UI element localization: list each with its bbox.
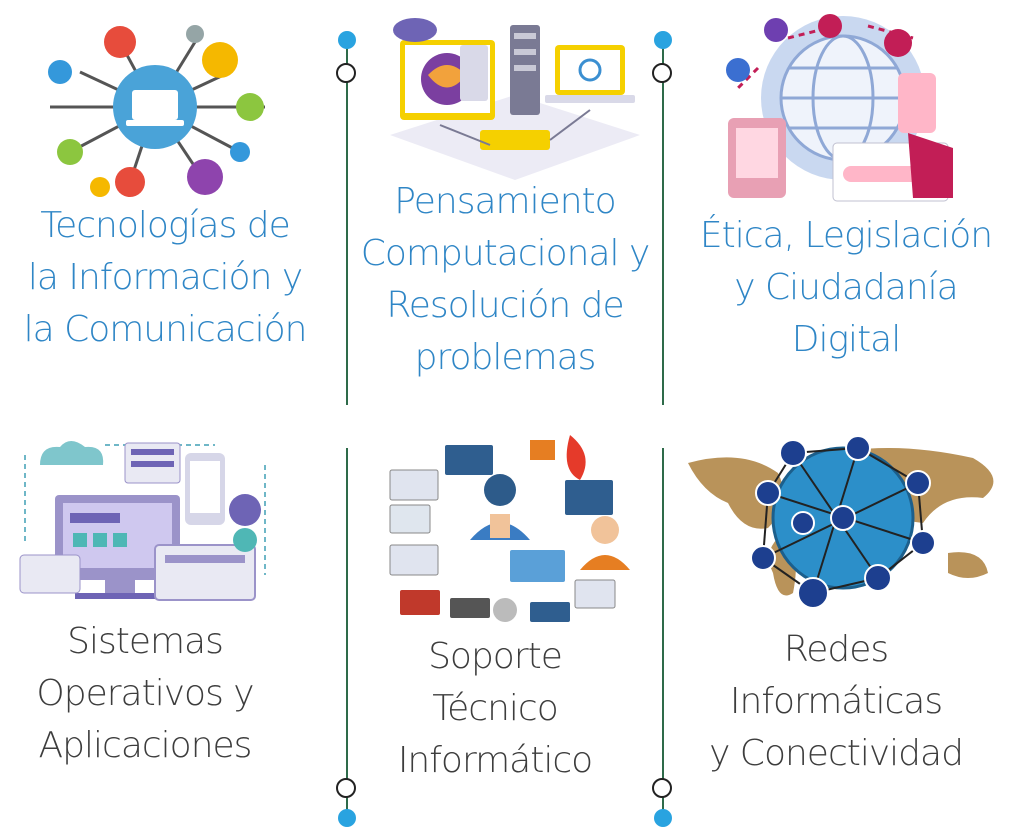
ict-network-icon <box>48 25 265 197</box>
topic-title-line: la Información y <box>27 257 303 298</box>
topic-title-line: Aplicaciones <box>38 725 253 766</box>
divider-dot-top-right <box>654 31 672 49</box>
topic-title-sistemas: Sistemas Operativos y Aplicaciones <box>0 616 290 772</box>
divider-ring-top-right <box>652 63 672 83</box>
topic-card-pensamiento[interactable]: Pensamiento Computacional y Resolución d… <box>350 0 660 420</box>
topic-title-line: Ética, Legislación <box>699 215 993 256</box>
topic-title-pensamiento: Pensamiento Computacional y Resolución d… <box>350 176 660 384</box>
topic-title-line: Operativos y <box>36 673 254 714</box>
topic-title-etica: Ética, Legislación y Ciudadanía Digital <box>668 210 1024 366</box>
topic-title-line: Pensamiento <box>394 181 616 222</box>
divider-line-left-top <box>346 40 348 405</box>
topic-card-soporte[interactable]: Soporte Técnico Informático <box>350 425 660 825</box>
topic-title-line: la Comunicación <box>23 309 308 350</box>
topic-title-line: y Ciudadanía <box>734 267 958 308</box>
divider-line-right-bottom <box>662 448 664 818</box>
divider-dot-top-left <box>338 31 356 49</box>
topic-title-line: Tecnologías de <box>40 205 291 246</box>
topic-title-line: Sistemas <box>67 621 224 662</box>
topic-title-soporte: Soporte Técnico Informático <box>350 631 640 787</box>
operating-systems-icon <box>19 441 266 601</box>
topic-title-line: Computacional y <box>360 233 651 274</box>
topic-title-line: Digital <box>791 319 902 360</box>
digital-citizenship-icon <box>726 14 953 202</box>
topic-title-line: Resolución de <box>386 285 624 326</box>
divider-ring-bottom-right <box>652 778 672 798</box>
topic-title-line: Técnico <box>432 688 558 729</box>
topic-title-line: Soporte <box>428 636 563 677</box>
divider-line-right-top <box>662 40 664 405</box>
divider-ring-top-left <box>336 63 356 83</box>
tech-support-icon <box>389 435 630 622</box>
divider-line-left-bottom <box>346 448 348 818</box>
topic-card-redes[interactable]: Redes Informáticas y Conectividad <box>668 425 1024 825</box>
topic-title-redes: Redes Informáticas y Conectividad <box>668 624 1004 780</box>
world-network-icon <box>688 435 994 608</box>
topic-title-line: Informático <box>397 740 593 781</box>
topic-title-line: y Conectividad <box>709 733 964 774</box>
topic-title-tic: Tecnologías de la Información y la Comun… <box>0 200 330 356</box>
divider-dot-bottom-left <box>338 809 356 827</box>
topic-title-line: problemas <box>414 337 597 378</box>
topic-title-line: Informáticas <box>729 681 943 722</box>
topic-card-etica[interactable]: Ética, Legislación y Ciudadanía Digital <box>668 0 1024 420</box>
divider-ring-bottom-left <box>336 778 356 798</box>
topic-card-sistemas[interactable]: Sistemas Operativos y Aplicaciones <box>0 425 330 825</box>
computational-thinking-icon <box>390 18 640 180</box>
divider-dot-bottom-right <box>654 809 672 827</box>
topic-title-line: Redes <box>783 629 889 670</box>
topic-card-tic[interactable]: Tecnologías de la Información y la Comun… <box>0 0 330 420</box>
